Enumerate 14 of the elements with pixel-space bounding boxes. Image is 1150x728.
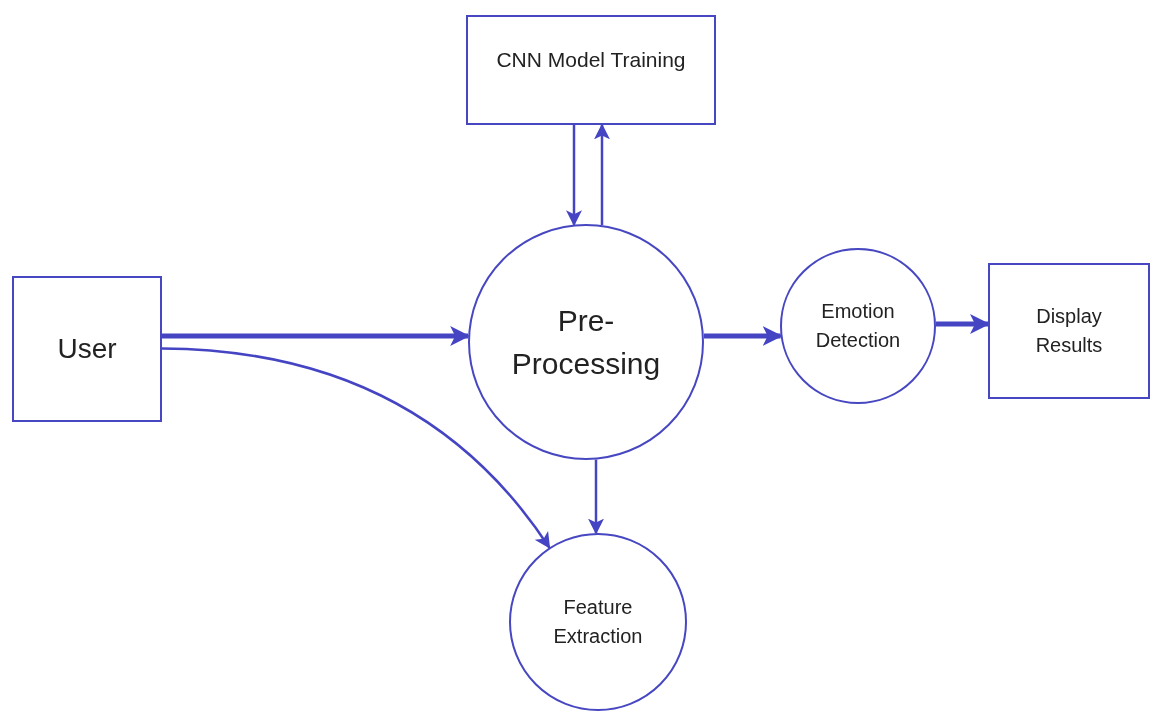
node-label: Display Results: [1034, 304, 1104, 358]
process-box: [988, 263, 1150, 399]
node-label: Feature Extraction: [552, 595, 644, 649]
process-box: [12, 276, 162, 422]
arrow: [935, 314, 990, 334]
node-label: CNN Model Training: [496, 47, 686, 73]
node-label: User: [57, 331, 117, 366]
arrow: [594, 123, 610, 226]
arrow: [161, 347, 551, 549]
node-label: Pre- Processing: [510, 302, 662, 382]
arrow: [588, 459, 604, 535]
node-label: Emotion Detection: [814, 299, 902, 353]
arrow: [566, 125, 582, 227]
process-box: [466, 15, 716, 125]
